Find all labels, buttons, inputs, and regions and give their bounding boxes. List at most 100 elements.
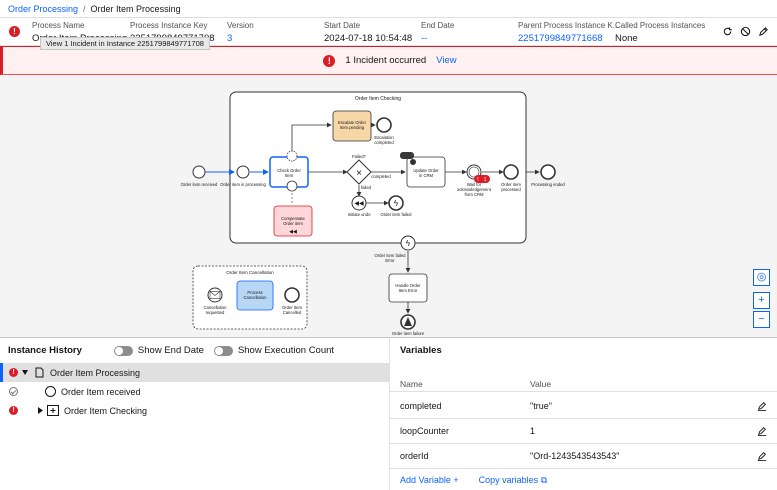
event-label: Cancelled	[283, 310, 302, 315]
toggle-switch[interactable]	[113, 345, 133, 356]
variables-footer: Add Variable + Copy variables ⧉	[400, 475, 547, 486]
variable-value: "true"	[530, 401, 552, 411]
incident-badge[interactable]	[474, 175, 490, 183]
edit-icon[interactable]	[757, 401, 767, 411]
variable-row: orderId "Ord-1243543543543"	[390, 444, 777, 469]
task-counter-badge	[400, 152, 414, 159]
header-end-date: End Date --	[421, 21, 454, 44]
toggle-switch[interactable]	[213, 345, 233, 356]
incident-badge-count: 1	[484, 177, 487, 183]
completed-status-icon	[9, 387, 18, 396]
end-event-order-item-processed[interactable]	[503, 164, 519, 180]
retry-icon[interactable]	[722, 26, 733, 37]
column-header-name: Name	[400, 379, 423, 389]
end-event-order-item-cancelled[interactable]	[284, 287, 300, 303]
instance-history-header: Instance History Show End Date Show Exec…	[0, 338, 389, 363]
task-compensate-order-item[interactable]	[273, 205, 313, 237]
event-label: from CRM	[464, 192, 484, 197]
event-label: acknowledgement	[457, 187, 492, 192]
escalation-icon	[404, 317, 412, 326]
task-label: Order item	[283, 221, 303, 226]
header-label: Parent Process Instance K...	[518, 21, 620, 30]
reset-zoom-button[interactable]: ◎	[753, 269, 770, 286]
event-label: Wait for	[467, 182, 482, 187]
task-label: Handle Order	[395, 283, 421, 288]
edit-icon[interactable]	[757, 426, 767, 436]
gateway-failed[interactable]	[346, 159, 372, 185]
incident-banner-text: 1 Incident occurred	[345, 55, 427, 66]
history-row-label: Order Item received	[61, 386, 141, 397]
task-escalate-order-item[interactable]	[332, 110, 372, 142]
modify-icon[interactable]	[758, 26, 769, 37]
header-label: Called Process Instances	[615, 21, 706, 30]
incident-status-icon: !	[9, 368, 18, 377]
subprocess-label: Order Item Checking	[355, 96, 401, 102]
header-called-instances: Called Process Instances None	[615, 21, 705, 44]
breadcrumb-root-link[interactable]: Order Processing	[8, 3, 79, 14]
task-process-cancellation[interactable]	[236, 280, 274, 311]
compensation-marker-icon: ◀◀	[289, 229, 297, 235]
variable-name: completed	[400, 401, 442, 411]
parent-instance-link[interactable]: 2251799849771668	[518, 33, 603, 44]
incident-badge-icon: !	[477, 177, 478, 183]
history-row-label: Order Item Processing	[50, 367, 141, 378]
breadcrumb-separator: /	[83, 3, 86, 14]
incident-status-icon[interactable]: !	[9, 26, 20, 37]
flow-label: completed	[371, 174, 391, 179]
toggle-show-end-date[interactable]: Show End Date	[113, 345, 204, 356]
gateway-label: Failed?	[352, 154, 366, 159]
message-icon	[209, 291, 221, 299]
event-label: Initiate undo	[348, 212, 371, 217]
zoom-out-button[interactable]: −	[753, 311, 770, 328]
incident-view-link[interactable]: View	[436, 55, 457, 66]
subprocess-order-item-checking[interactable]	[229, 91, 527, 244]
task-handle-order-item-error[interactable]	[388, 273, 428, 303]
gateway-x-icon: ×	[356, 168, 362, 179]
add-variable-button[interactable]: Add Variable +	[400, 475, 459, 486]
start-event-order-item-received[interactable]	[192, 165, 206, 179]
end-event-processing-ended[interactable]	[540, 164, 556, 180]
boundary-event-order-item-failed-error[interactable]	[400, 235, 416, 251]
event-label: Escalation	[374, 135, 394, 140]
header-label: Version	[227, 21, 254, 30]
event-label: Order item failed	[375, 253, 407, 258]
copy-variables-button[interactable]: Copy variables ⧉	[479, 475, 547, 486]
version-link[interactable]: 3	[227, 33, 233, 44]
chevron-right-icon[interactable]	[38, 407, 43, 414]
edit-icon[interactable]	[757, 451, 767, 461]
start-event-in-processing[interactable]	[236, 165, 250, 179]
toggle-label: Show End Date	[137, 345, 204, 356]
event-label: requested	[206, 310, 225, 315]
event-label: Order item received	[181, 182, 218, 187]
history-row-order-item-checking[interactable]: ! Order Item Checking	[0, 401, 389, 420]
task-update-order-in-crm[interactable]	[406, 156, 446, 188]
header-parent-instance: Parent Process Instance K... 22517998497…	[518, 21, 619, 44]
chevron-down-icon[interactable]	[22, 370, 28, 375]
task-label: Compensate	[281, 216, 305, 221]
event-label: Order item failed	[381, 212, 413, 217]
zoom-in-button[interactable]: +	[753, 292, 770, 309]
history-row-order-item-processing[interactable]: ! Order Item Processing	[0, 363, 389, 382]
header-label: Process Instance Key	[130, 21, 208, 30]
end-event-escalation-completed[interactable]	[376, 117, 392, 133]
bpmn-diagram[interactable]: Order Item Checking Order item received …	[0, 75, 777, 337]
event-label: Cancellation	[203, 305, 227, 310]
toggle-show-execution-count[interactable]: Show Execution Count	[213, 345, 334, 356]
history-row-order-item-received[interactable]: Order Item received	[0, 382, 389, 401]
throw-event-initiate-undo[interactable]	[351, 195, 367, 211]
copy-variables-label: Copy variables	[478, 475, 539, 485]
event-label: Order item in processing	[220, 182, 266, 187]
start-event-icon	[45, 386, 56, 397]
plus-icon: +	[453, 475, 459, 485]
variable-row: completed "true"	[390, 394, 777, 419]
header-label: Start Date	[324, 21, 361, 30]
end-event-order-item-failed[interactable]	[388, 195, 404, 211]
event-label: completed	[374, 140, 394, 145]
task-label: Cancellation	[243, 295, 267, 300]
variables-title: Variables	[400, 345, 442, 356]
subprocess-label: Order Item Cancellation	[226, 270, 274, 275]
subprocess-icon	[47, 405, 59, 416]
header-value: None	[615, 33, 638, 44]
cancel-icon[interactable]	[740, 26, 751, 37]
process-document-icon	[35, 367, 44, 378]
